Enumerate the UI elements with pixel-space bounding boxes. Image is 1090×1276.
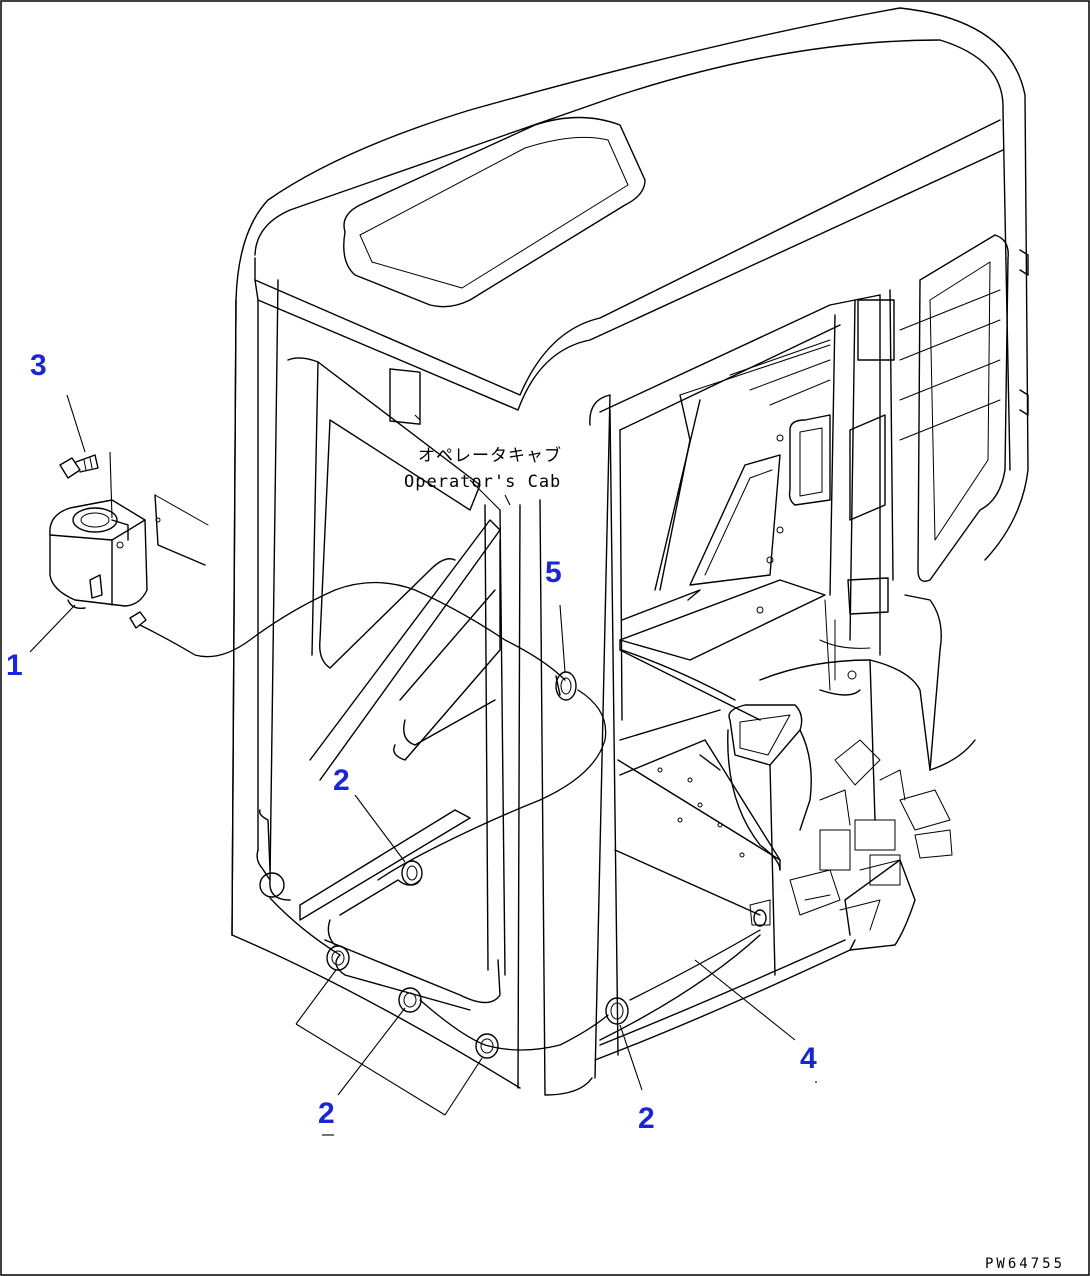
operator-cab-outline — [231, 7, 1029, 1096]
callout-japanese: オペレータキャブ — [418, 445, 562, 466]
grommet-a — [401, 860, 423, 886]
grommet-b — [326, 945, 350, 971]
grommet-c — [398, 987, 422, 1013]
label-part-2-right: 2 — [638, 1102, 655, 1135]
label-part-1: 1 — [6, 649, 23, 682]
leader-lines — [29, 394, 796, 1116]
label-part-4: 4 — [800, 1042, 817, 1075]
washer-tank — [49, 494, 209, 629]
label-part-5: 5 — [545, 556, 562, 589]
label-part-2-lower: 2 — [318, 1097, 335, 1130]
drawing-code: PW64755 — [985, 1256, 1065, 1272]
label-part-2-upper: 2 — [333, 764, 350, 797]
grommets — [326, 671, 767, 1059]
callout-english: Operator's Cab — [404, 472, 561, 492]
grommet-part5 — [555, 671, 577, 701]
label-part-3: 3 — [30, 349, 47, 382]
mounting-bolt — [59, 451, 113, 519]
grommet-d — [475, 1033, 499, 1059]
washer-hose — [139, 581, 761, 1051]
grommet-e — [605, 997, 629, 1025]
